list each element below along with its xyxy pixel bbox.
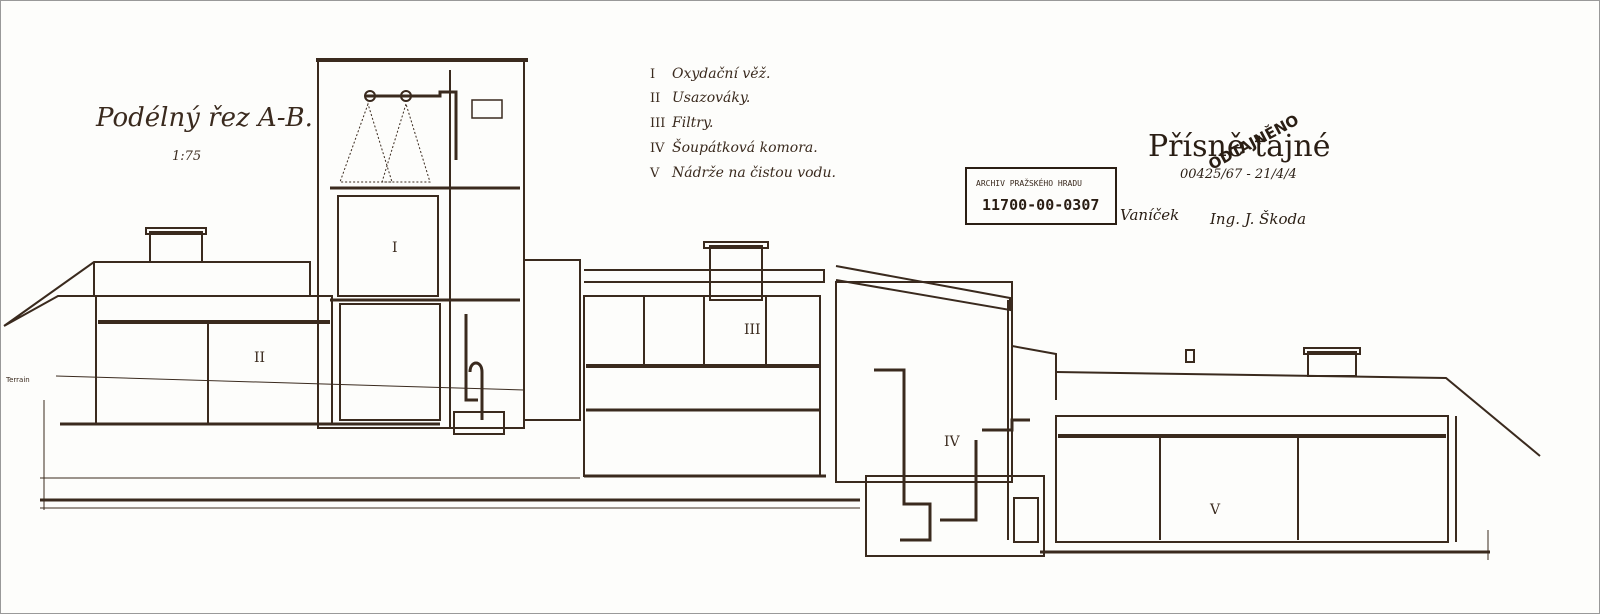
reservoir-roof (1055, 371, 1541, 457)
valve-chamber (835, 281, 1013, 483)
ground-label: Terrain (5, 376, 30, 384)
valve-pump (1013, 497, 1039, 543)
section-drawing (3, 58, 1541, 560)
signature-1: Vaníček (1120, 206, 1179, 224)
reference-number: 00425/67 - 21/4/4 (1180, 167, 1297, 182)
legend-text-1: Oxydační věž. (672, 65, 770, 82)
filter-basin (583, 295, 821, 477)
annex-roof (1011, 345, 1057, 400)
left-roof-outline (3, 261, 311, 327)
section-label-iii: III (744, 322, 761, 338)
legend-text-4: Šoupátková komora. (672, 138, 818, 156)
secret-stamp-text: Přísně tajné (1148, 129, 1330, 164)
archive-stamp: ARCHIV PRAŽSKÉHO HRADU 11700-00-0307 (965, 167, 1117, 225)
drawing-scale: 1:75 (172, 149, 201, 164)
spray-cone-left (339, 102, 393, 183)
basin-ii (95, 295, 333, 425)
legend-text-2: Usazováky. (672, 90, 750, 106)
legend-text-3: Filtry. (671, 115, 714, 131)
legend: I Oxydační věž. II Usazováky. III Filtry… (649, 65, 836, 181)
spray-nozzle-left (364, 90, 376, 102)
spray-nozzle-right (400, 90, 412, 102)
valve-chamber-pipe-1 (874, 368, 932, 542)
valve-chamber-pipe-2 (982, 418, 1030, 432)
spray-pipe (366, 90, 458, 160)
legend-num-1: I (650, 67, 655, 82)
legend-num-2: II (650, 91, 660, 106)
section-label-i: I (392, 240, 398, 256)
secret-stamp: Přísně tajné ODTAJNĚNO 00425/67 - 21/4/4 (1148, 110, 1330, 182)
legend-num-5: V (649, 166, 660, 181)
valve-pit (865, 475, 1045, 557)
tower-i-vent (471, 99, 503, 119)
reservoir-chimney-cap (1303, 347, 1361, 355)
section-label-iv: IV (944, 434, 961, 450)
tower-i-lower (339, 303, 441, 421)
archive-stamp-number: 11700-00-0307 (982, 196, 1099, 214)
left-chimney-cap (145, 227, 207, 235)
valve-chamber-pipe-3 (940, 440, 978, 522)
left-chimney (149, 231, 203, 263)
tower-i-outer (317, 59, 525, 429)
reservoir-chimney (1307, 351, 1357, 377)
filter-chimney-cap (703, 241, 769, 249)
section-label-v: V (1209, 502, 1221, 518)
ground-line-left (55, 375, 525, 391)
tower-sump (453, 411, 505, 435)
filter-roof (584, 269, 825, 283)
tower-pipe (464, 314, 484, 420)
signature-2: Ing. J. Škoda (1209, 210, 1306, 228)
reservoir-small-vent (1185, 349, 1195, 363)
spray-cone-right (381, 102, 431, 183)
valve-chamber-roof (835, 265, 1011, 312)
legend-num-3: III (650, 116, 665, 131)
archive-stamp-header: ARCHIV PRAŽSKÉHO HRADU (976, 177, 1082, 188)
channel-wall (524, 259, 581, 421)
drawing-title: Podélný řez A-B. (95, 103, 313, 133)
tower-i-chamber (337, 195, 439, 297)
filter-chimney (709, 245, 763, 301)
reservoir-basin (1055, 415, 1449, 543)
archive-stamp-box (965, 167, 1117, 225)
legend-text-5: Nádrže na čistou vodu. (671, 164, 836, 181)
legend-num-4: IV (650, 141, 665, 156)
section-label-ii: II (254, 350, 265, 366)
